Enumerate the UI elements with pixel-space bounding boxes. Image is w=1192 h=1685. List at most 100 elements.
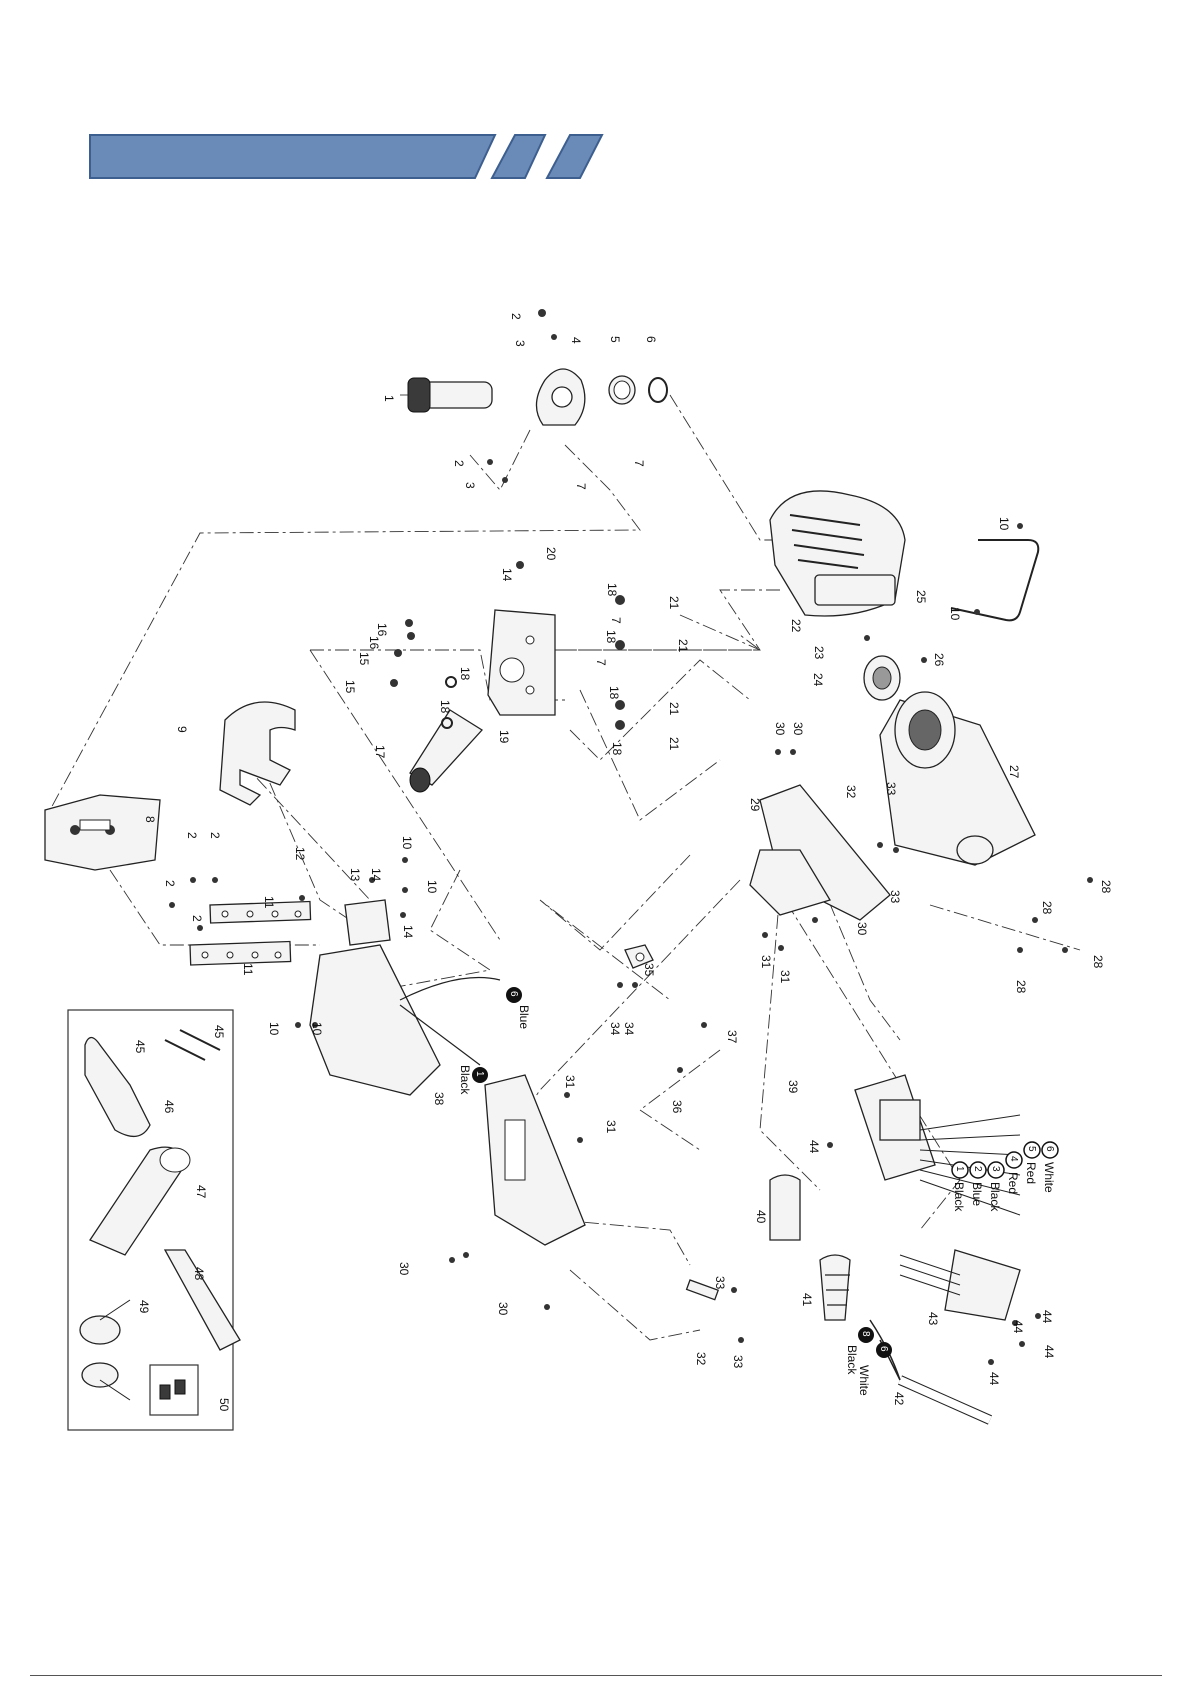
part-number: 6	[644, 336, 658, 343]
part-11-rail-upper	[209, 900, 312, 924]
part-number: 24	[811, 673, 825, 687]
part-50-brushes-box	[149, 1364, 199, 1416]
part-13-plate-and-beam	[309, 899, 441, 1096]
part-number: 31	[604, 1120, 618, 1134]
wire-color-label: Blue	[517, 1005, 531, 1029]
wire-labels: 6 Blue 1 Black 1 Black 2 Blue 3 Black 4 …	[458, 987, 1059, 1396]
part-43-terminal-board	[899, 1249, 1021, 1321]
part-number: 29	[748, 798, 762, 812]
part-50-brushes	[159, 1379, 186, 1400]
wire-color-label: Black	[845, 1345, 859, 1375]
part-27-motor	[879, 691, 1036, 866]
banner-main-bar	[89, 134, 497, 179]
part-38-cover	[484, 1074, 586, 1246]
part-number: 28	[1099, 880, 1113, 894]
part-number: 30	[397, 1262, 411, 1276]
part-number: 34	[608, 1022, 622, 1036]
part-number: 31	[563, 1075, 577, 1089]
part-5-washer	[608, 375, 636, 405]
part-number: 28	[1091, 955, 1105, 969]
part-19-gearbox-block	[487, 609, 556, 716]
part-number: 44	[1040, 1310, 1054, 1324]
wire-number: 1	[474, 1071, 485, 1077]
part-number: 14	[369, 868, 383, 882]
part-number: 18	[438, 700, 452, 714]
part-number: 7	[594, 659, 608, 666]
part-number: 18	[604, 630, 618, 644]
part-number: 30	[773, 722, 787, 736]
part-number: 43	[926, 1312, 940, 1326]
wire-number: 8	[860, 1331, 871, 1337]
part-number: 31	[778, 970, 792, 984]
wire-color-label: Black	[458, 1065, 472, 1095]
part-number: 32	[844, 785, 858, 799]
wire-color-label: White	[1042, 1162, 1056, 1193]
part-number: 20	[544, 547, 558, 561]
part-number: 2	[190, 915, 204, 922]
part-number: 23	[812, 646, 826, 660]
part-number: 33	[884, 782, 898, 796]
part-number: 44	[1042, 1345, 1056, 1359]
wire-color-label: Black	[952, 1182, 966, 1212]
part-number: 21	[667, 702, 681, 716]
part-number: 40	[754, 1210, 768, 1224]
part-4-bearing-housing	[535, 368, 586, 426]
part-number: 11	[262, 896, 276, 909]
part-number: 16	[375, 623, 389, 637]
part-number: 31	[759, 955, 773, 969]
part-number: 44	[807, 1140, 821, 1154]
part-number: 2	[509, 313, 523, 320]
part-number: 18	[458, 667, 472, 681]
part-number: 28	[1040, 901, 1054, 915]
part-number: 32	[694, 1352, 708, 1366]
part-1-spline-shaft	[400, 377, 493, 413]
part-24-drive-gear	[863, 655, 901, 701]
part-number: 21	[676, 639, 690, 653]
part-number: 36	[670, 1100, 684, 1114]
part-number: 26	[932, 653, 946, 667]
part-number: 41	[800, 1293, 814, 1307]
part-number: 44	[1011, 1320, 1025, 1334]
part-number: 14	[500, 568, 514, 582]
part-number: 18	[607, 686, 621, 700]
part-40-handle	[769, 1174, 801, 1241]
part-number: 13	[348, 868, 362, 882]
section-banner	[89, 134, 604, 179]
part-number: 1	[382, 395, 396, 402]
part-number: 3	[463, 482, 477, 489]
part-22-gear-housing	[769, 490, 906, 617]
part-number: 7	[632, 460, 646, 467]
part-8-mounting-block	[44, 794, 161, 871]
part-number: 2	[163, 880, 177, 887]
footer-rule	[30, 1675, 1162, 1676]
part-number: 33	[713, 1276, 727, 1290]
part-number: 17	[373, 745, 387, 759]
part-number: 39	[786, 1080, 800, 1094]
wire-color-label: Blue	[970, 1182, 984, 1206]
part-number: 46	[162, 1100, 176, 1114]
part-17-pinion-shaft	[409, 709, 484, 793]
part-number: 45	[212, 1025, 226, 1039]
part-number: 49	[137, 1300, 151, 1314]
fasteners	[169, 309, 1093, 1365]
wire-color-label: Black	[988, 1182, 1002, 1212]
wire-color-label: Red	[1024, 1162, 1038, 1184]
part-number: 34	[622, 1022, 636, 1036]
part-number: 30	[791, 722, 805, 736]
part-number: 33	[731, 1355, 745, 1369]
part-number: 2	[185, 832, 199, 839]
wire-number: 2	[972, 1166, 983, 1172]
part-number: 5	[608, 336, 622, 343]
part-number: 3	[513, 340, 527, 347]
part-number: 35	[642, 963, 656, 977]
wire-number: 6	[1044, 1146, 1055, 1152]
part-45-hex-keys	[164, 1029, 221, 1061]
part-number: 10	[948, 607, 962, 621]
part-29-housing	[749, 784, 891, 921]
part-number: 47	[194, 1185, 208, 1199]
part-number: 10	[267, 1022, 281, 1036]
part-number: 18	[605, 583, 619, 597]
part-47-ratchet-wrench	[89, 1146, 191, 1256]
part-number: 7	[609, 617, 623, 624]
left-wires	[399, 976, 501, 1066]
